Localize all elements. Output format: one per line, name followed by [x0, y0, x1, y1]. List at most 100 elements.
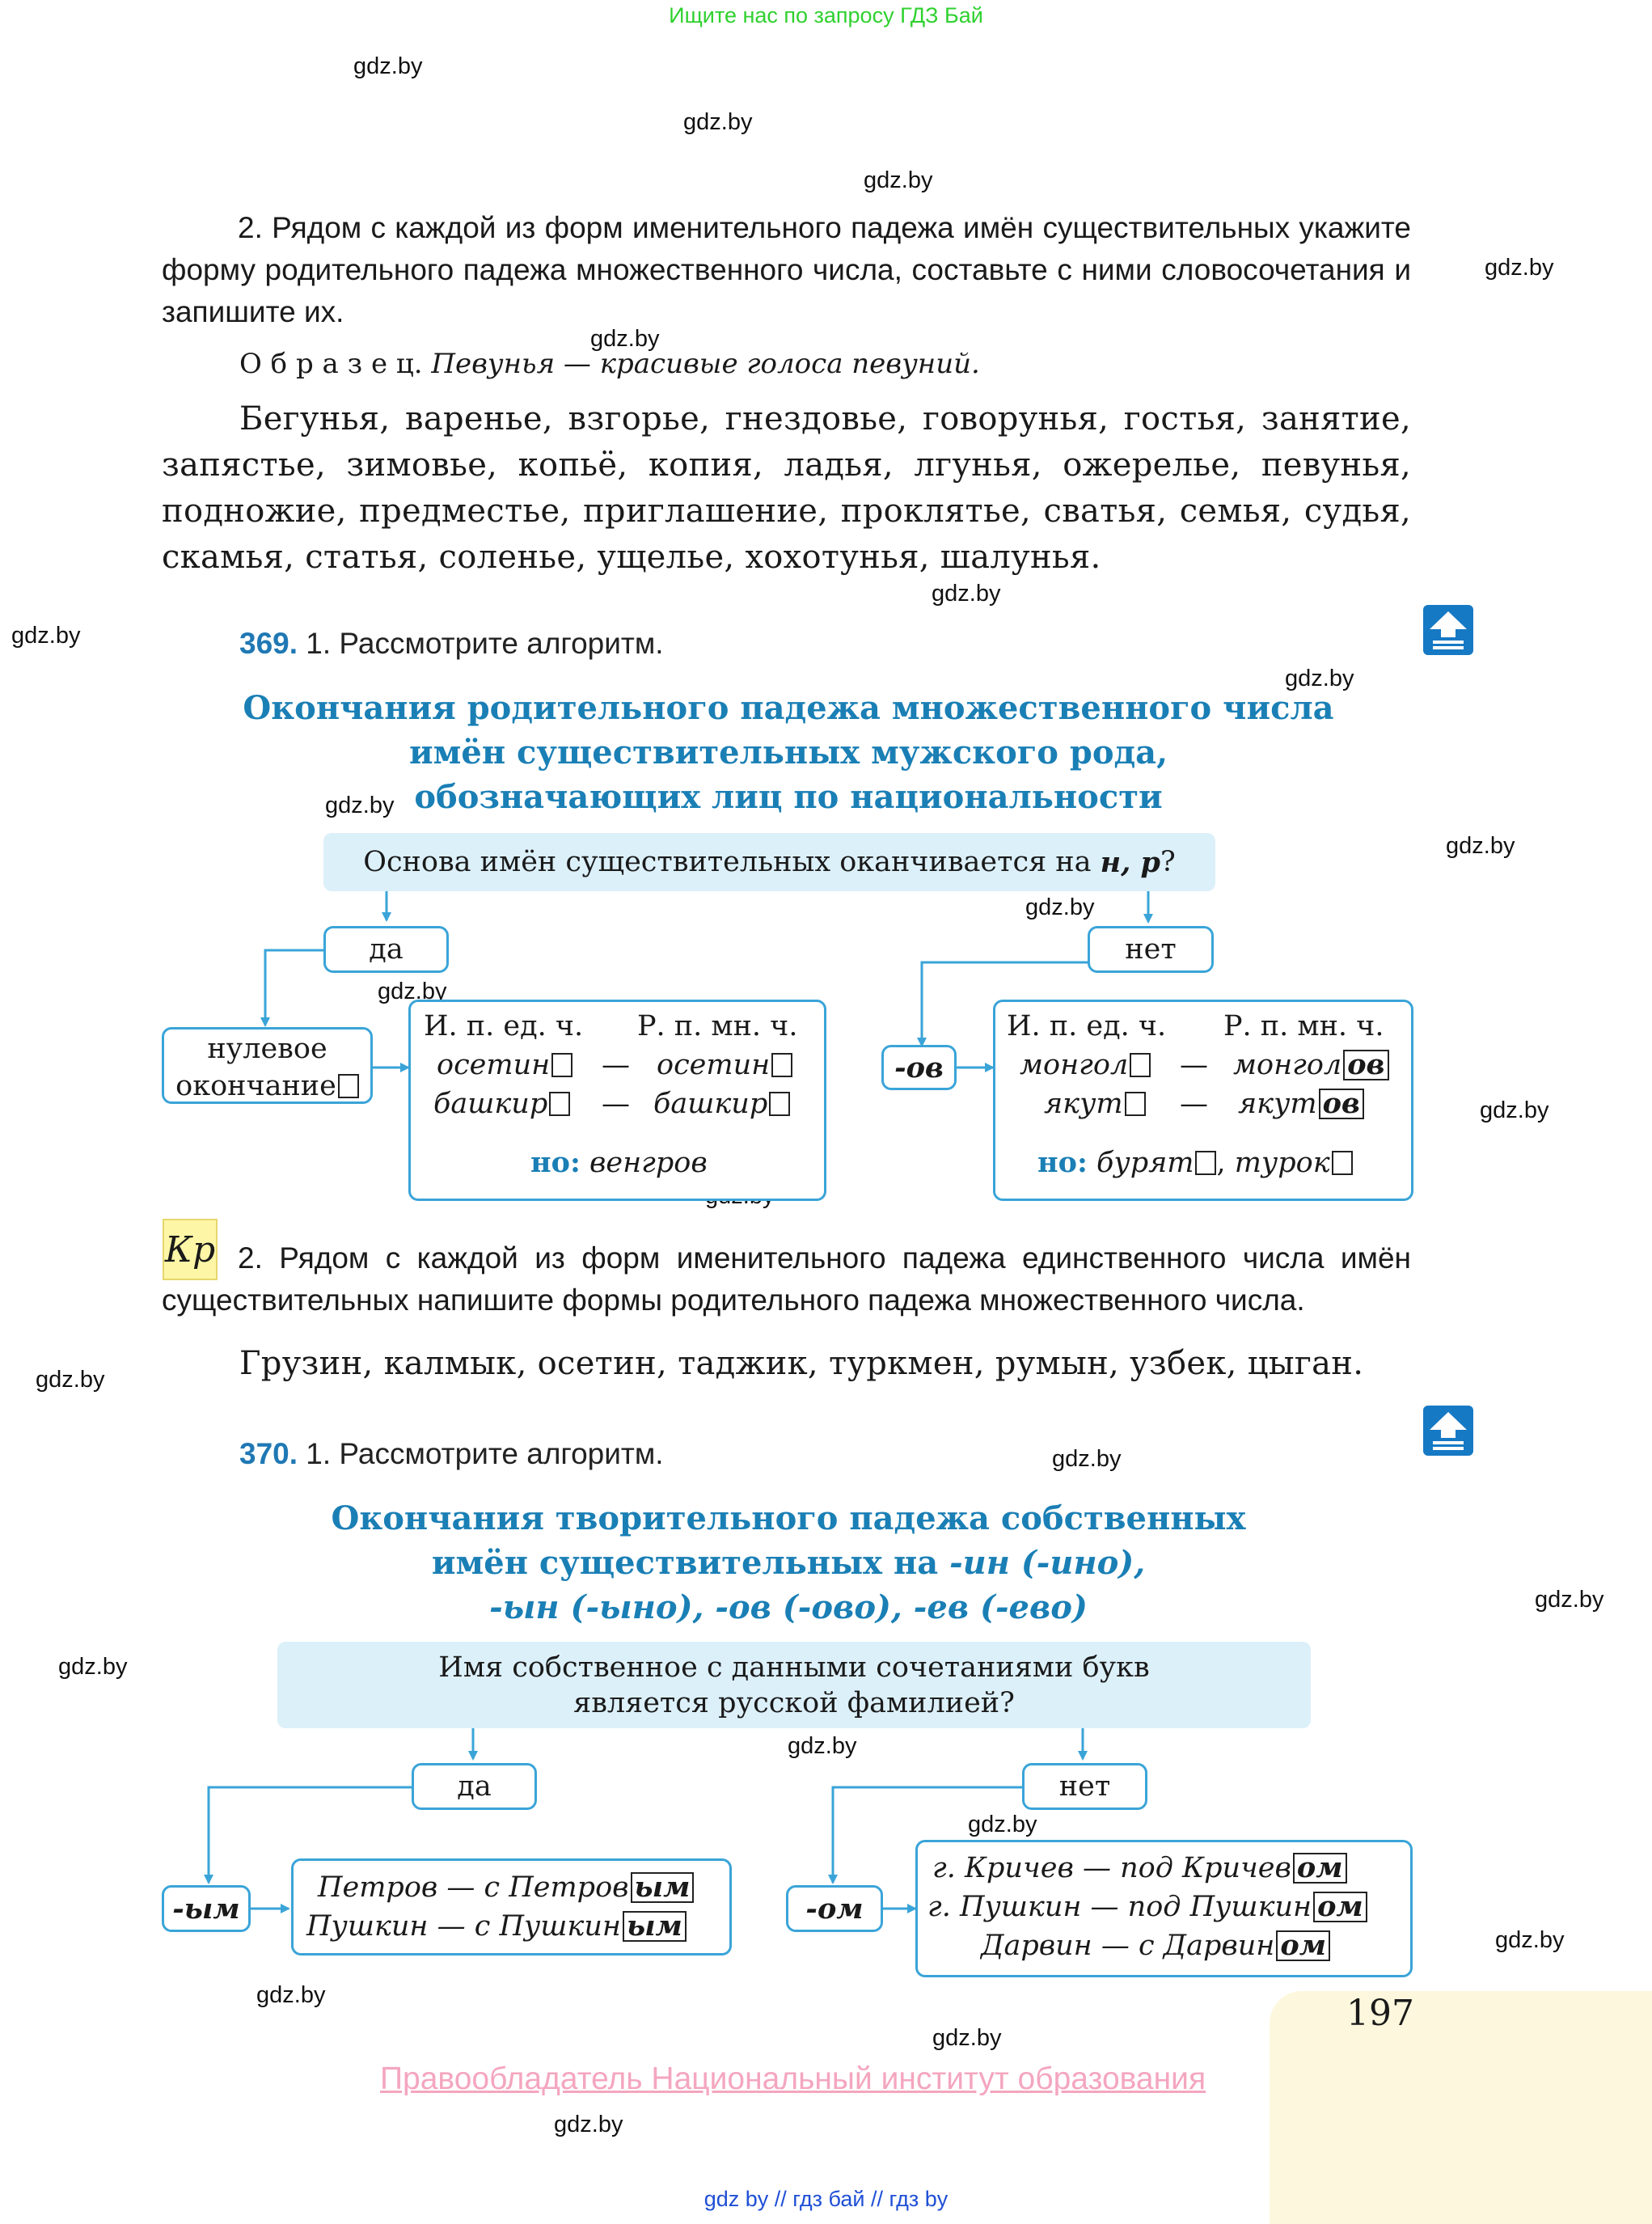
watermark: gdz.by [11, 623, 81, 649]
ov-ending-box: -ов [881, 1045, 957, 1090]
heading-part: имён существительных на [431, 1544, 950, 1582]
no-box: нет [1088, 926, 1214, 973]
algorithm-heading: Окончания творительного падежа собственн… [243, 1496, 1334, 1630]
heading-line: Окончания родительного падежа множествен… [243, 689, 1334, 727]
question-box: Основа имён существительных оканчивается… [323, 833, 1215, 891]
ending-box: ов [1318, 1089, 1364, 1119]
example-phrase: г. Пушкин — под Пушкин [927, 1891, 1312, 1923]
example-row: монгол [1020, 1049, 1151, 1081]
exercise-number: 369. [239, 627, 298, 660]
ending-box: ов [1343, 1050, 1389, 1080]
footer-links[interactable]: gdz by // гдз бай // гдз by [703, 2187, 949, 2211]
empty-ending-square [1195, 1151, 1217, 1175]
no-box: нет [1022, 1763, 1147, 1810]
watermark: gdz.by [58, 1654, 128, 1680]
exception-word: турок [1234, 1147, 1330, 1179]
dash: — [1180, 1049, 1208, 1081]
watermark: gdz.by [864, 167, 933, 193]
gen-form: осетин [657, 1049, 771, 1081]
dash: — [602, 1088, 630, 1120]
empty-ending-square [769, 1092, 791, 1116]
exception-word: венгров [589, 1147, 708, 1179]
watermark: gdz.by [1446, 833, 1515, 859]
heading-line: Окончания творительного падежа собственн… [331, 1499, 1246, 1537]
heading-line: имён существительных на -ин (-ино), [243, 1541, 1334, 1585]
watermark: gdz.by [1285, 666, 1354, 691]
question-letters: н, р [1100, 845, 1160, 879]
sample-text: Певунья — красивые голоса певуний. [431, 348, 980, 380]
empty-ending-square [549, 1092, 571, 1116]
empty-ending-square [1130, 1053, 1151, 1077]
example-row: башкир [653, 1088, 791, 1120]
example-phrase: Петров — с Петров [318, 1871, 629, 1904]
watermark: gdz.by [353, 53, 423, 79]
watermark: gdz.by [590, 326, 660, 352]
example-row: башкир [433, 1088, 571, 1120]
page-corner [1270, 1991, 1652, 2224]
algorithm-heading: Окончания родительного падежа множествен… [243, 686, 1334, 819]
null-ending-box: нулевое окончание [162, 1027, 373, 1104]
example-phrase: г. Кричев — под Кричев [932, 1852, 1291, 1884]
watermark: gdz.by [788, 1733, 857, 1759]
col-header-nom: И. п. ед. ч. [1007, 1010, 1167, 1042]
om-ending-box: -ом [786, 1885, 883, 1932]
task-text: 1. Рассмотрите алгоритм. [306, 627, 664, 660]
dash: — [1180, 1088, 1208, 1120]
watermark: gdz.by [683, 109, 753, 135]
task-text: 2. Рядом с каждой из форм именительного … [162, 211, 1411, 328]
example-row: якут [1044, 1088, 1146, 1120]
example-phrase: Пушкин — с Пушкин [306, 1910, 621, 1943]
empty-ending-square [1331, 1151, 1353, 1175]
rights-holder-link[interactable]: Правообладатель Национальный институт об… [380, 2061, 1206, 2096]
exercise-number: 370. [239, 1437, 298, 1470]
watermark: gdz.by [968, 1812, 1037, 1837]
kr-badge-icon: Кр [163, 1219, 218, 1280]
exercise-370-task1: 370. 1. Рассмотрите алгоритм. [239, 1437, 664, 1471]
question-box: Имя собственное с данными сочетаниями бу… [277, 1642, 1311, 1728]
watermark: gdz.by [1025, 894, 1095, 920]
gen-form: якут [1238, 1088, 1317, 1120]
nom-form: осетин [437, 1049, 551, 1081]
watermark: gdz.by [932, 2025, 1002, 2051]
but-label: но: [530, 1146, 581, 1179]
heading-line: имён существительных мужского рода, [408, 734, 1168, 772]
but-label: но: [1037, 1146, 1088, 1179]
ym-ending-box: -ым [162, 1885, 251, 1932]
heading-suffixes: -ин (-ино), [949, 1544, 1146, 1582]
col-header-gen: Р. п. мн. ч. [637, 1010, 798, 1042]
example-phrase: Дарвин — с Дарвин [981, 1930, 1275, 1962]
exercise-369-task1: 369. 1. Рассмотрите алгоритм. [239, 627, 664, 661]
right-example-box: И. п. ед. ч. Р. п. мн. ч. монгол — монго… [993, 1000, 1413, 1201]
empty-ending-square [1124, 1092, 1146, 1116]
top-banner: Ищите нас по запросу ГДЗ Бай [669, 3, 983, 27]
gen-form: монгол [1233, 1049, 1342, 1081]
up-arrow-icon[interactable] [1423, 1406, 1473, 1456]
ending-box: ом [1292, 1853, 1347, 1884]
exception-line: но: венгров [530, 1146, 708, 1179]
watermark: gdz.by [1535, 1587, 1604, 1613]
word-list: Бегунья, варенье, взгорье, гнездовье, го… [162, 400, 1411, 576]
watermark: gdz.by [554, 2112, 623, 2137]
watermark: gdz.by [1480, 1097, 1549, 1123]
question-line: является русской фамилией? [573, 1687, 1015, 1719]
exception-line: но: бурят, турок [1037, 1146, 1353, 1179]
empty-ending-square [551, 1053, 573, 1077]
sample-line: О б р а з е ц. Певунья — красивые голоса… [239, 348, 980, 380]
up-arrow-icon[interactable] [1423, 605, 1473, 655]
example-row: осетин [437, 1049, 573, 1081]
yes-box: да [412, 1763, 537, 1810]
watermark: gdz.by [1495, 1927, 1565, 1953]
gen-form: башкир [653, 1088, 768, 1120]
empty-ending-square [771, 1053, 793, 1077]
col-header-gen: Р. п. мн. ч. [1223, 1010, 1384, 1042]
sample-label: О б р а з е ц. [239, 348, 423, 380]
heading-line: -ын (-ыно), -ов (-ово), -ев (-ево) [489, 1588, 1088, 1626]
